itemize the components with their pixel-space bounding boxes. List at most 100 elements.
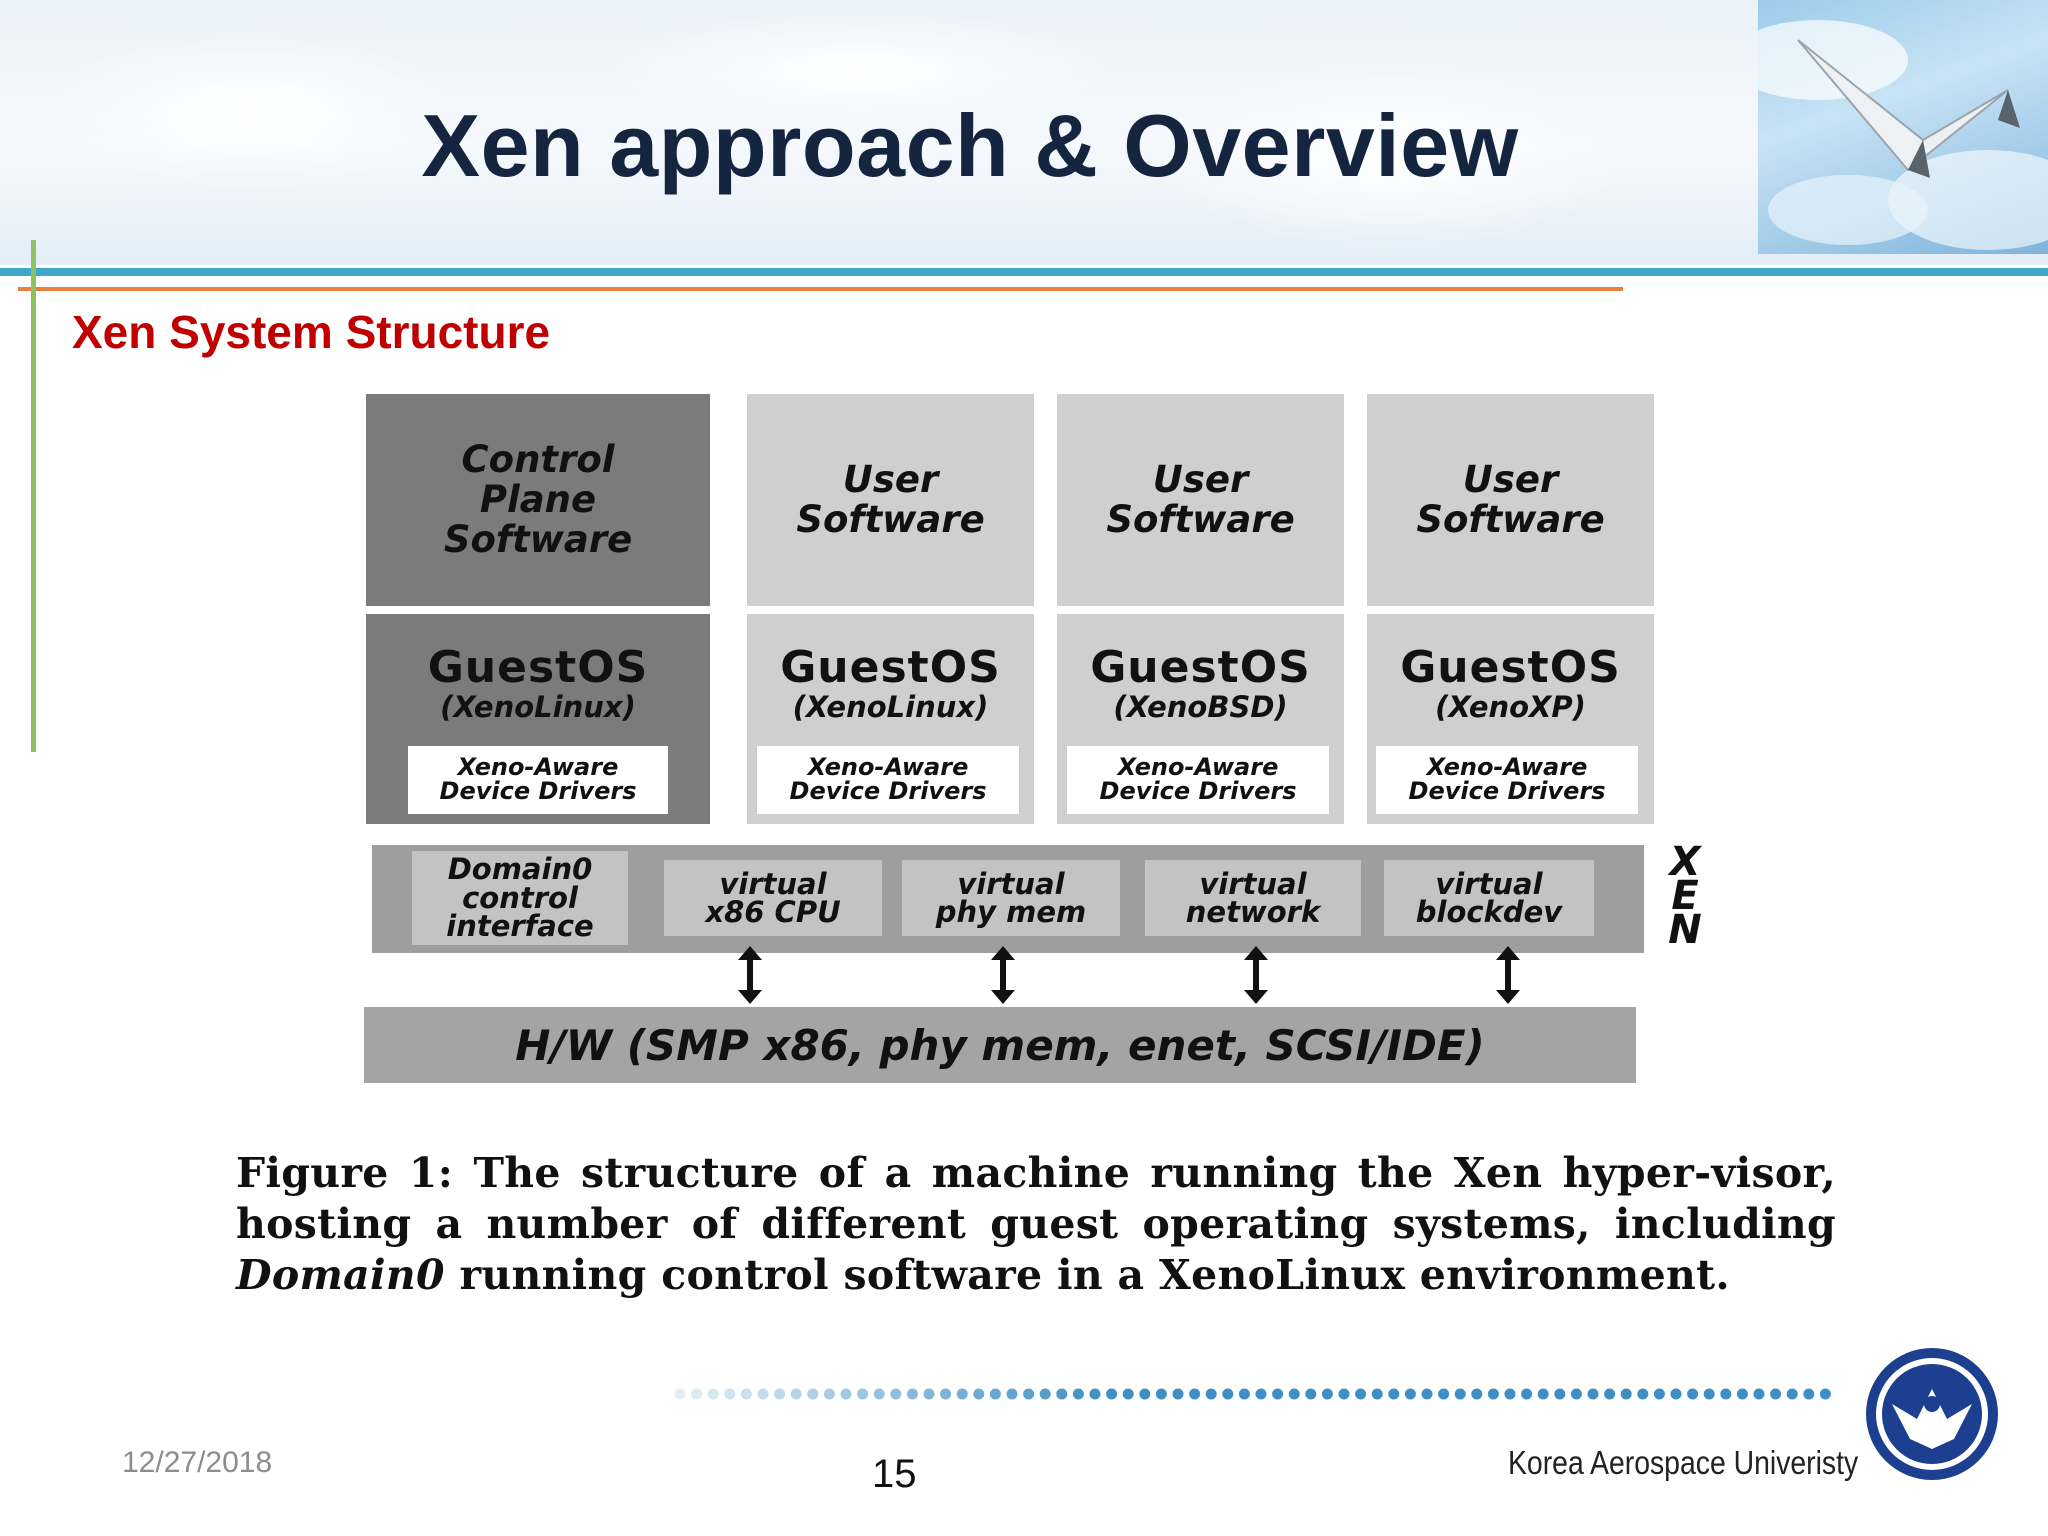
divider-dot (1620, 1388, 1632, 1400)
footer-date: 12/27/2018 (122, 1446, 273, 1479)
box-line: Software (796, 498, 985, 541)
divider-dot (740, 1388, 752, 1400)
divider-dot (906, 1388, 918, 1400)
page-number: 15 (872, 1452, 917, 1496)
driver-line: Device Drivers (1099, 777, 1297, 805)
divider-dot (973, 1388, 985, 1400)
aircraft-photo (1758, 0, 2048, 254)
driver-line: Xeno-Aware (1426, 753, 1588, 782)
divider-dot (707, 1388, 719, 1400)
box-line: Plane (479, 478, 597, 522)
divider-dot (1438, 1388, 1450, 1400)
divider-dot (823, 1388, 835, 1400)
device-drivers-box: Xeno-Aware Device Drivers (1376, 746, 1638, 814)
xen-component-line: Domain0 (447, 852, 593, 887)
guestos-variant: (XenoBSD) (1113, 689, 1288, 724)
xen-component-line: network (1185, 895, 1321, 929)
caption-italic: Domain0 (236, 1251, 445, 1299)
box-line: User (842, 458, 939, 502)
divider-dot (807, 1388, 819, 1400)
box-line: Software (1416, 498, 1605, 541)
box-line: Software (1106, 498, 1295, 541)
divider-dot (1454, 1388, 1466, 1400)
box-line: User (1152, 458, 1249, 502)
divider-dot (1122, 1388, 1134, 1400)
box-line: Software (443, 517, 633, 561)
driver-line: Xeno-Aware (1117, 753, 1279, 782)
divider-dot (1703, 1388, 1715, 1400)
divider-dot (1404, 1388, 1416, 1400)
divider-dot (923, 1388, 935, 1400)
divider-dot (1537, 1388, 1549, 1400)
caption-text: Figure 1: The structure of a machine run… (236, 1149, 1836, 1248)
divider-dot (1006, 1388, 1018, 1400)
divider-dot (1321, 1388, 1333, 1400)
guestos-variant: (XenoXP) (1435, 689, 1586, 724)
caption-text: running control software in a XenoLinux … (444, 1251, 1730, 1299)
divider-dot (1189, 1388, 1201, 1400)
divider-dot (1587, 1388, 1599, 1400)
xen-component-line: x86 CPU (705, 895, 841, 929)
header-divider-orange (18, 287, 1623, 291)
section-heading: Xen System Structure (72, 306, 551, 358)
xen-component-line: blockdev (1415, 895, 1563, 929)
guestos-name: GuestOS (1400, 642, 1621, 693)
divider-dot (1421, 1388, 1433, 1400)
guestos-variant: (XenoLinux) (440, 689, 636, 724)
control-plane-software-box: Control Plane Software (366, 394, 710, 606)
cloud-decoration (600, 10, 1120, 130)
header-band (0, 0, 2048, 265)
driver-line: Xeno-Aware (457, 753, 619, 782)
driver-line: Device Drivers (1408, 777, 1606, 805)
header-divider-blue (0, 268, 2048, 276)
user-software-box: User Software (747, 394, 1034, 606)
divider-dot (857, 1388, 869, 1400)
divider-dot (790, 1388, 802, 1400)
xen-vertical-label: X E N (1660, 842, 1710, 953)
divider-dot (1371, 1388, 1383, 1400)
divider-dot (1819, 1388, 1831, 1400)
double-arrow-icon (1496, 946, 1520, 1004)
divider-dot (724, 1388, 736, 1400)
user-software-box: User Software (1367, 394, 1654, 606)
divider-dot (1388, 1388, 1400, 1400)
device-drivers-box: Xeno-Aware Device Drivers (757, 746, 1019, 814)
xen-component-domain0: Domain0 control interface (412, 851, 628, 945)
cloud-decoration (40, 30, 460, 190)
divider-dot (1570, 1388, 1582, 1400)
device-drivers-box: Xeno-Aware Device Drivers (408, 746, 668, 814)
divider-dot (840, 1388, 852, 1400)
xen-component-line: virtual (957, 866, 1065, 901)
slide-title: Xen approach & Overview (421, 96, 1519, 195)
divider-dot (1172, 1388, 1184, 1400)
device-drivers-box: Xeno-Aware Device Drivers (1067, 746, 1329, 814)
guestos-name: GuestOS (427, 642, 649, 693)
divider-dot (1039, 1388, 1051, 1400)
xen-component-network: virtual network (1145, 860, 1361, 936)
cloud-decoration (1150, 60, 1630, 250)
xen-component-line: virtual (719, 866, 827, 901)
xen-component-line: virtual (1435, 866, 1543, 901)
driver-line: Xeno-Aware (807, 753, 969, 782)
divider-dot (691, 1388, 703, 1400)
xen-letter: N (1668, 907, 1702, 953)
xen-component-cpu: virtual x86 CPU (664, 860, 882, 936)
divider-dot (1670, 1388, 1682, 1400)
double-arrow-icon (738, 946, 762, 1004)
divider-dot (1023, 1388, 1035, 1400)
driver-line: Device Drivers (439, 777, 637, 805)
divider-dot (1139, 1388, 1151, 1400)
divider-dot (1653, 1388, 1665, 1400)
side-accent-line (31, 240, 36, 752)
divider-dot (1521, 1388, 1533, 1400)
divider-dot (956, 1388, 968, 1400)
divider-dot (1255, 1388, 1267, 1400)
xen-component-line: control (462, 880, 578, 915)
user-software-box: User Software (1057, 394, 1344, 606)
guestos-name: GuestOS (1090, 642, 1311, 693)
divider-dot (1720, 1388, 1732, 1400)
university-emblem-icon (1866, 1348, 1998, 1480)
divider-dot (674, 1388, 686, 1400)
xen-component-line: phy mem (935, 895, 1087, 929)
divider-dot (1288, 1388, 1300, 1400)
